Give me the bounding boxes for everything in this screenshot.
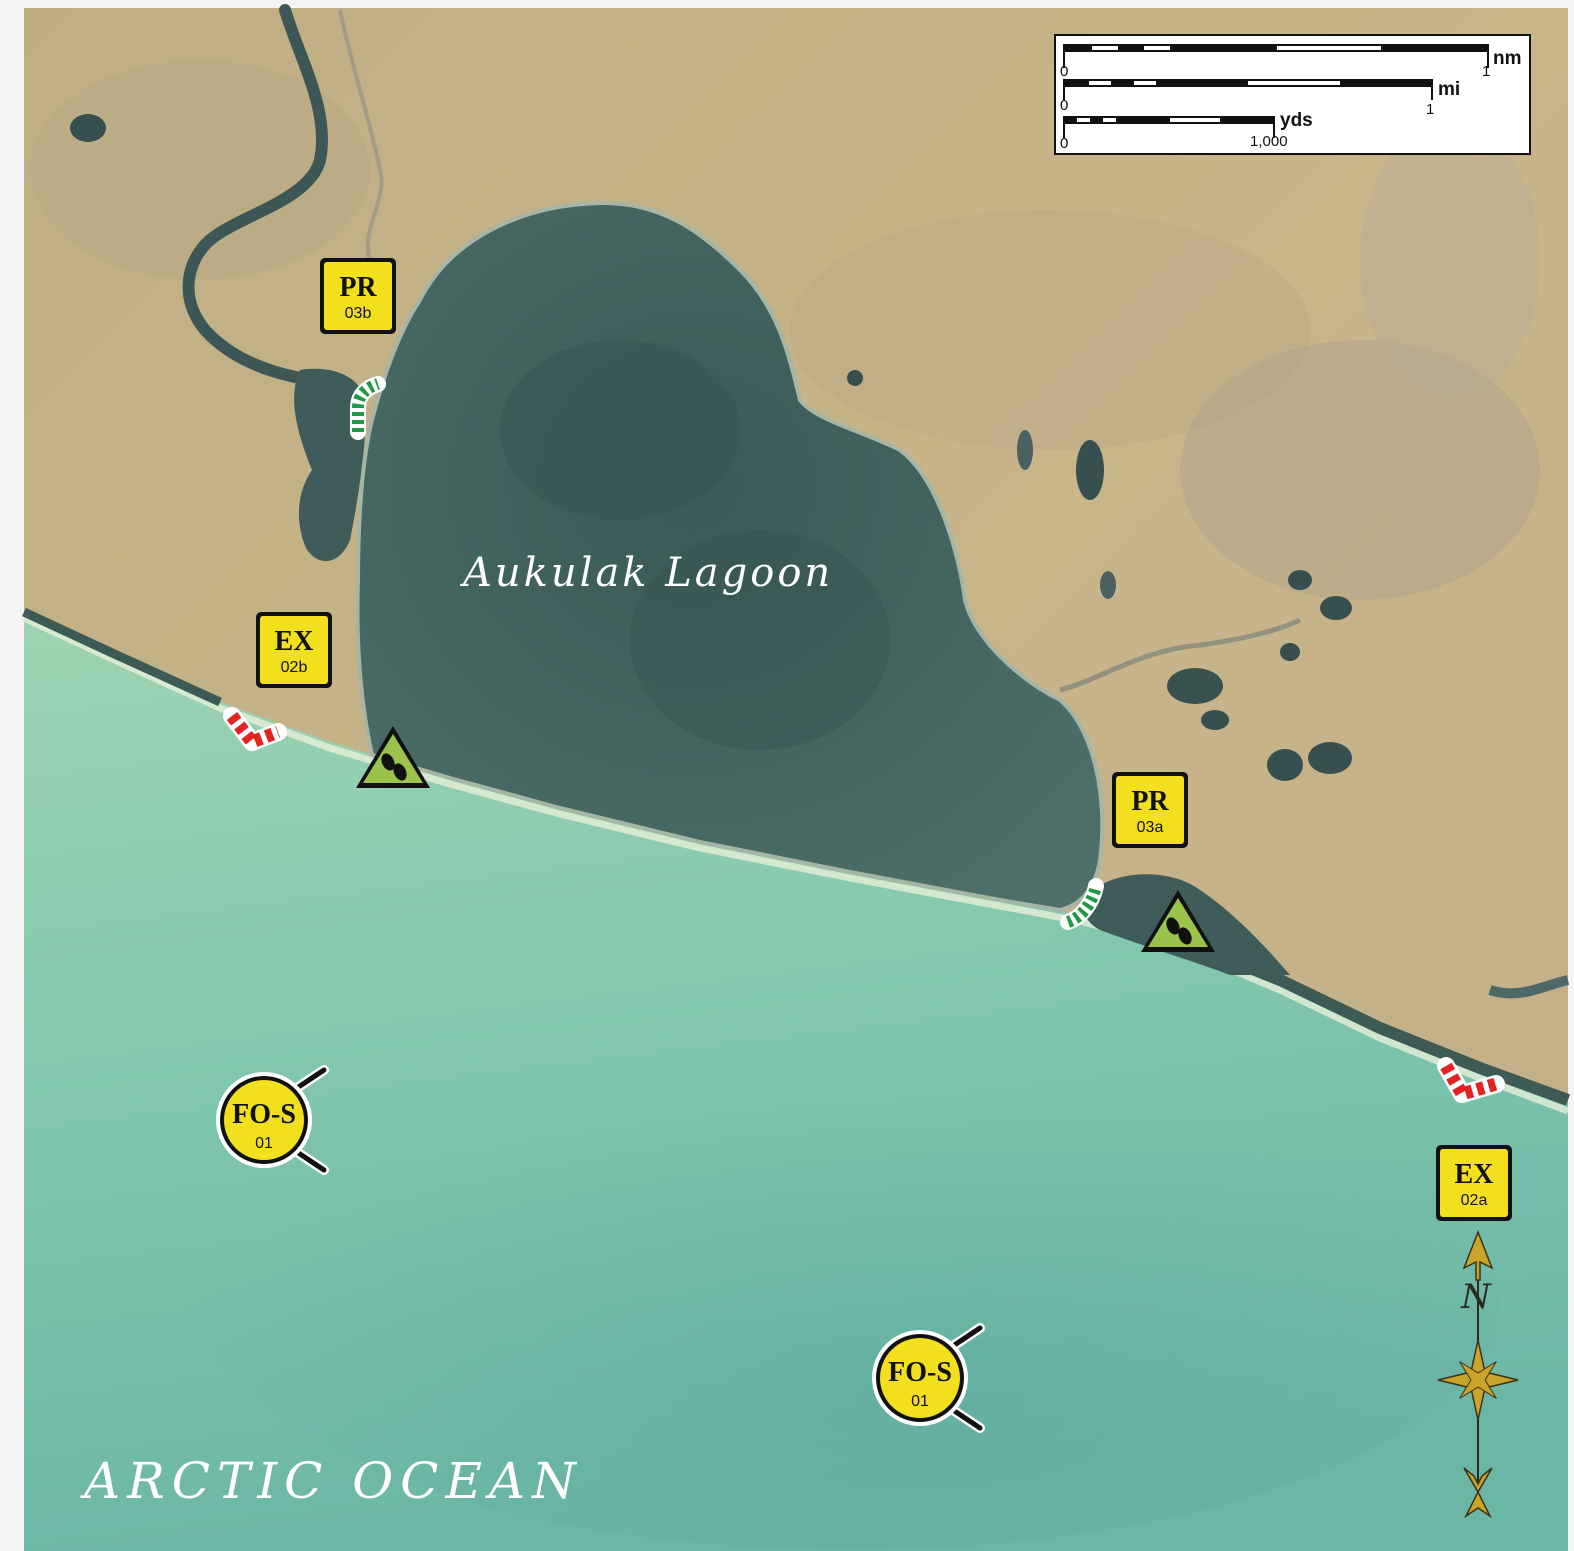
marker-code: FO-S (888, 1357, 952, 1388)
scale-nm-end: 1 (1482, 63, 1490, 80)
marker-ex-02b[interactable]: EX 02b (256, 612, 332, 688)
magnifier-icon (291, 1067, 327, 1093)
lagoon-label: Aukulak Lagoon (459, 550, 833, 596)
scale-nm-start: 0 (1060, 63, 1068, 80)
scale-mi-unit: mi (1438, 79, 1460, 100)
marker-number: 02a (1461, 1192, 1488, 1209)
scale-bar: 0 1 nm 0 1 mi 0 1,000 yds (1054, 34, 1531, 155)
scale-yds-end: 1,000 (1250, 133, 1288, 150)
green-striped-route-icon[interactable] (1060, 878, 1104, 930)
red-striped-route-icon[interactable] (223, 707, 287, 751)
red-striped-route-icon[interactable] (1437, 1057, 1505, 1103)
map-image (22, 4, 1571, 1551)
marker-code: EX (1455, 1159, 1494, 1190)
compass-north-letter: N (1460, 1277, 1492, 1317)
scale-mi-start: 0 (1060, 97, 1068, 114)
marker-number: 02b (281, 659, 308, 676)
marker-ex-02a[interactable]: EX 02a (1436, 1145, 1512, 1221)
marker-pr-03b[interactable]: PR 03b (320, 258, 396, 334)
marker-code: FO-S (232, 1099, 296, 1130)
marker-fos-east[interactable]: FO-S 01 (872, 1323, 985, 1433)
footprint-hazard-icon[interactable] (356, 726, 430, 788)
compass-rose-icon: N (1437, 1229, 1519, 1519)
marker-fos-west[interactable]: FO-S 01 (216, 1065, 329, 1175)
ocean-label: ARCTIC OCEAN (80, 1452, 583, 1510)
aukulak-lagoon-water (355, 200, 1105, 913)
scale-yds-unit: yds (1280, 110, 1313, 131)
scale-yds-start: 0 (1060, 135, 1068, 152)
west-pond-water (294, 368, 366, 562)
marker-number: 01 (911, 1393, 929, 1410)
scale-nm-unit: nm (1493, 48, 1522, 69)
footprint-hazard-icon[interactable] (1141, 890, 1215, 952)
marker-number: 03b (345, 305, 372, 322)
marker-code: PR (1131, 786, 1169, 817)
marker-code: PR (339, 272, 377, 303)
scale-mi-end: 1 (1426, 101, 1434, 118)
marker-number: 01 (255, 1135, 273, 1152)
marker-number: 03a (1137, 819, 1164, 836)
green-striped-route-icon[interactable] (350, 376, 386, 440)
marker-code: EX (275, 626, 314, 657)
magnifier-icon (947, 1325, 983, 1351)
marker-pr-03a[interactable]: PR 03a (1112, 772, 1188, 848)
